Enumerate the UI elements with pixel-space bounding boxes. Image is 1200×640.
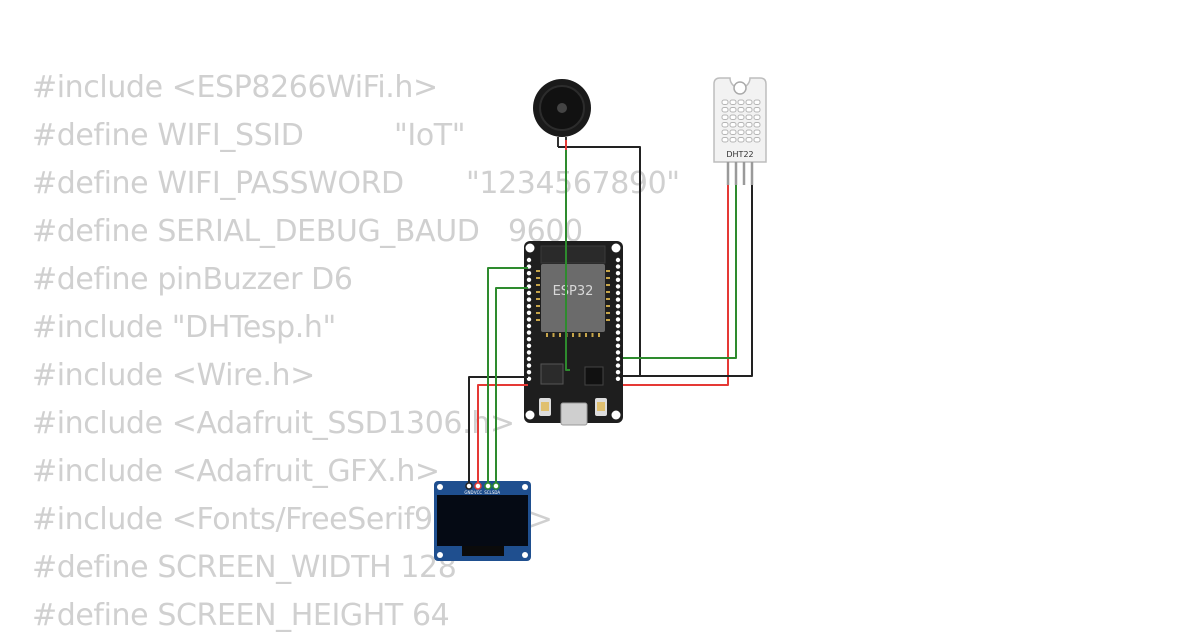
code-line-3: #define WIFI_PASSWORD"1234567890" xyxy=(32,166,680,201)
esp32-pin-right[interactable] xyxy=(615,304,621,309)
wires xyxy=(468,140,753,483)
esp32-label: ESP32 xyxy=(553,284,594,299)
code-line-2: #define WIFI_SSID"IoT" xyxy=(32,118,466,153)
code-line-6: #include "DHTesp.h" xyxy=(32,310,336,345)
oled-screen xyxy=(437,495,528,546)
esp32-pin-right[interactable] xyxy=(615,330,621,335)
esp32-pin-left[interactable] xyxy=(526,337,532,342)
code-line-7: #include <Wire.h> xyxy=(32,358,315,393)
wire-oled-vcc xyxy=(477,384,528,483)
esp32-pin-left[interactable] xyxy=(526,330,532,335)
esp32-pin-right[interactable] xyxy=(615,356,621,362)
esp32-pin-right[interactable] xyxy=(615,363,621,368)
esp32-pin-left[interactable] xyxy=(526,277,532,282)
wire-oled-sda xyxy=(495,287,528,483)
esp32-pin-right[interactable] xyxy=(615,297,621,302)
esp32-pin-left[interactable] xyxy=(526,350,532,355)
esp32-pin-right[interactable] xyxy=(615,337,621,342)
esp32-pin-left[interactable] xyxy=(526,323,532,329)
oled-pin-label: GND xyxy=(464,490,473,495)
wire-buzzer-signal xyxy=(565,147,570,371)
oled-pin-label: SCL xyxy=(484,490,492,495)
esp32-pin-left[interactable] xyxy=(526,290,532,296)
code-listing: #include <ESP8266WiFi.h> #define WIFI_SS… xyxy=(32,64,680,640)
oled-pin-sda[interactable] xyxy=(492,482,500,490)
wire-dht-data xyxy=(623,185,737,359)
esp32-chip xyxy=(541,264,605,332)
esp32-pin-left[interactable] xyxy=(526,304,532,309)
oled-pin-vcc[interactable] xyxy=(474,482,482,490)
code-line-8: #include <Adafruit_SSD1306.h> xyxy=(32,406,515,441)
esp32-pin-left[interactable] xyxy=(526,317,532,322)
esp32-pin-right[interactable] xyxy=(615,370,621,375)
esp32-pin-right[interactable] xyxy=(615,290,621,296)
esp32-board[interactable]: ESP32 xyxy=(524,241,623,426)
dht22-sensor[interactable]: DHT22 xyxy=(713,77,767,185)
usb-port xyxy=(560,402,588,426)
code-line-9: #include <Adafruit_GFX.h> xyxy=(32,454,440,489)
esp32-pin-right[interactable] xyxy=(615,376,621,381)
esp32-pin-right[interactable] xyxy=(615,310,621,315)
esp32-pin-right[interactable] xyxy=(615,343,621,348)
esp32-pin-left[interactable] xyxy=(526,310,532,315)
oled-pin-scl[interactable] xyxy=(484,482,492,490)
esp32-pin-left[interactable] xyxy=(526,257,532,263)
esp32-pin-right[interactable] xyxy=(615,317,621,322)
esp32-pin-right[interactable] xyxy=(615,271,621,276)
esp32-pin-left[interactable] xyxy=(526,370,532,375)
code-line-11: #define SCREEN_WIDTH 128 xyxy=(32,550,457,585)
wire-dht-vcc xyxy=(623,185,729,386)
esp32-pin-left[interactable] xyxy=(526,356,532,362)
oled-pin-gnd[interactable] xyxy=(465,482,473,490)
esp32-pin-left[interactable] xyxy=(526,343,532,348)
buzzer[interactable] xyxy=(533,79,591,147)
esp32-pin-right[interactable] xyxy=(615,284,621,289)
code-line-1: #include <ESP8266WiFi.h> xyxy=(32,70,438,105)
dht22-label: DHT22 xyxy=(726,150,753,159)
esp32-pin-right[interactable] xyxy=(615,257,621,263)
esp32-pin-right[interactable] xyxy=(615,277,621,282)
wire-oled-scl xyxy=(487,267,528,483)
esp32-pin-right[interactable] xyxy=(615,264,621,269)
code-line-12: #define SCREEN_HEIGHT 64 xyxy=(32,598,450,633)
oled-pin-label: SDA xyxy=(492,490,501,495)
esp32-pin-left[interactable] xyxy=(526,363,532,368)
code-line-5: #define pinBuzzer D6 xyxy=(32,262,353,297)
wire-oled-gnd xyxy=(468,376,528,483)
esp32-pin-right[interactable] xyxy=(615,350,621,355)
wire-dht-gnd xyxy=(623,185,753,377)
esp32-pin-right[interactable] xyxy=(615,323,621,329)
oled-pin-label: VCC xyxy=(474,490,483,495)
esp32-pin-left[interactable] xyxy=(526,271,532,276)
esp32-pin-left[interactable] xyxy=(526,297,532,302)
